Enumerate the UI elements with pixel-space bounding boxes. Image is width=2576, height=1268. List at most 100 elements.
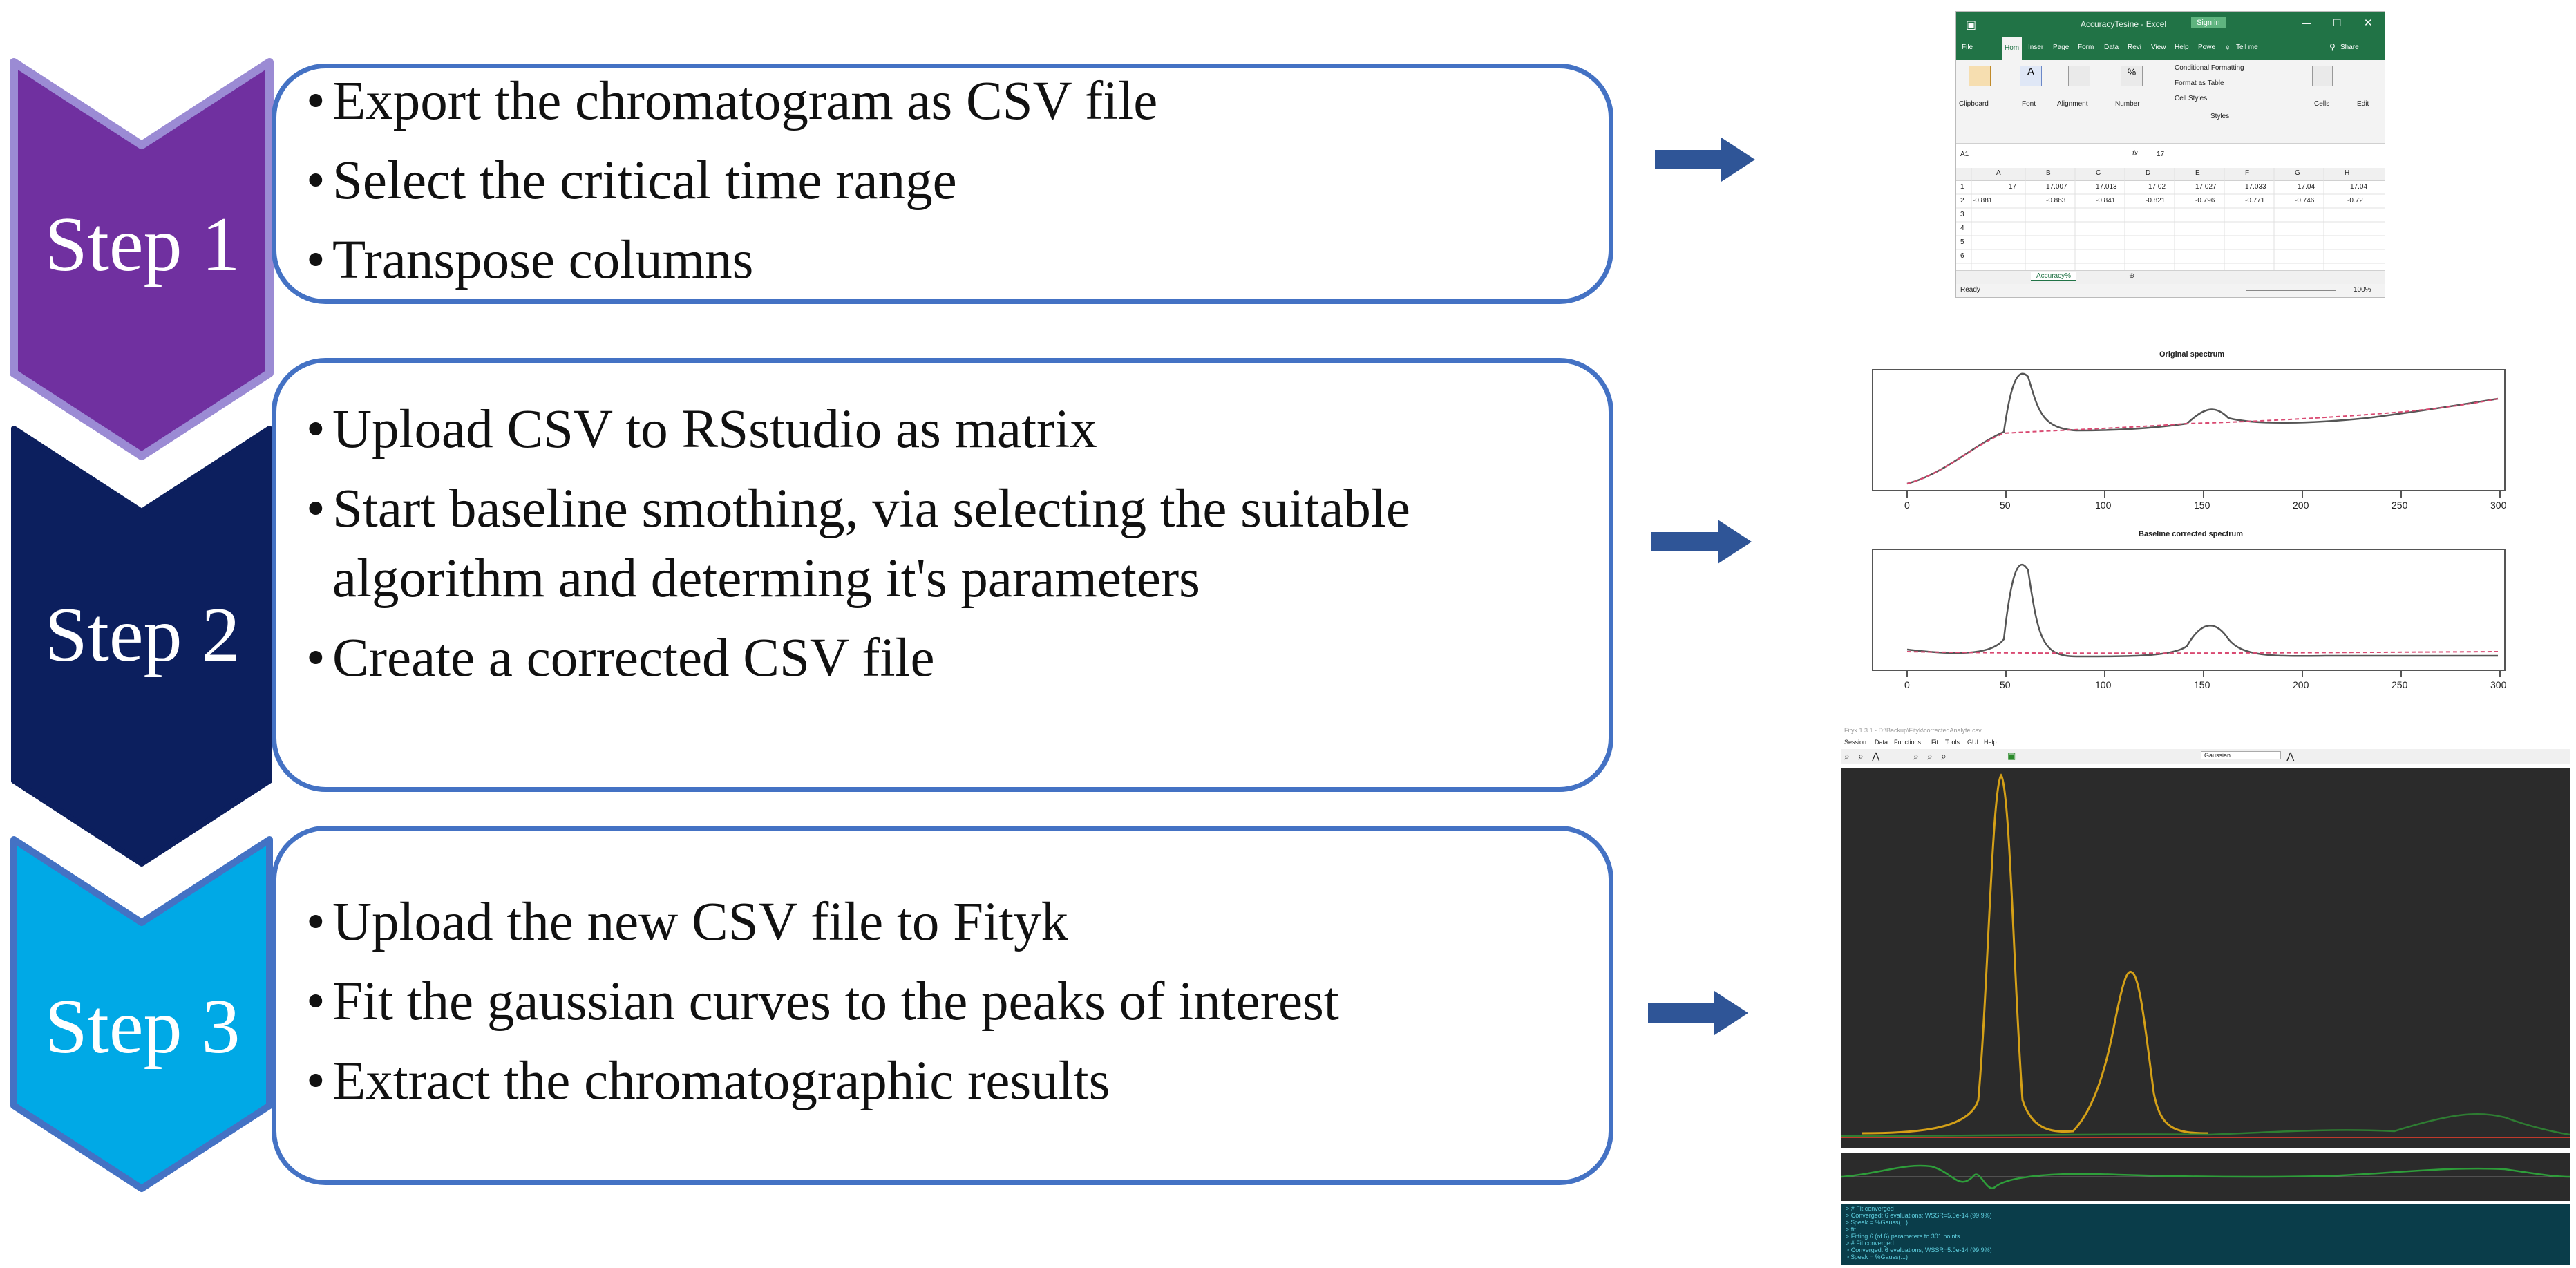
minimize-icon[interactable]: — (2302, 17, 2311, 28)
col-header[interactable]: H (2345, 169, 2350, 177)
tab-formulas[interactable]: Form (2078, 44, 2094, 51)
sheet-tabs-bar: Accuracy% ⊕ (1956, 270, 2385, 285)
save-icon[interactable]: ▣ (1966, 19, 1977, 31)
x-tick-label: 250 (2392, 679, 2408, 690)
table-cell[interactable]: 17.04 (2298, 183, 2315, 191)
zoom-icon[interactable]: ⌕ (1858, 750, 1864, 761)
number-icon[interactable]: % (2121, 66, 2143, 86)
col-header[interactable]: E (2195, 169, 2200, 177)
sign-in-button[interactable]: Sign in (2191, 17, 2226, 28)
ribbon-cells: Cells (2314, 100, 2330, 108)
alignment-icon[interactable] (2068, 66, 2090, 86)
x-tick-label: 50 (2000, 500, 2011, 511)
table-cell[interactable]: 17.04 (2350, 183, 2368, 191)
zoom-level: 100% (2354, 286, 2371, 294)
ribbon-styles: Styles (2210, 113, 2230, 120)
tab-power[interactable]: Powe (2198, 44, 2216, 51)
zoom-in-icon[interactable]: ⌕ (1913, 750, 1919, 761)
peak-icon[interactable]: ⋀ (1872, 750, 1880, 761)
log-line: > $peak = %Gauss(...) (1846, 1219, 1909, 1226)
col-header[interactable]: B (2046, 169, 2051, 177)
table-cell[interactable]: 17.027 (2195, 183, 2217, 191)
font-icon[interactable]: A (2020, 66, 2042, 86)
step-2-chevron (11, 426, 272, 867)
row-header[interactable]: 6 (1960, 252, 1964, 260)
r-plot-panel: Original spectrum 0 50 100 150 200 250 3… (1841, 349, 2512, 691)
original-spectrum-plot (1872, 369, 2506, 677)
row-header[interactable]: 2 (1960, 197, 1964, 205)
tab-insert[interactable]: Inser (2028, 44, 2044, 51)
tab-page[interactable]: Page (2053, 44, 2070, 51)
run-fit-icon[interactable]: ▣ (2007, 750, 2016, 761)
table-cell[interactable]: 17.033 (2245, 183, 2266, 191)
col-header[interactable]: D (2146, 169, 2151, 177)
log-line: > # Fit converged (1846, 1240, 1894, 1247)
log-line: > Converged: 6 evaluations; WSSR=5.0e-14… (1846, 1247, 1992, 1253)
ribbon-edit: Edit (2357, 100, 2369, 108)
name-box[interactable]: A1 (1960, 151, 1969, 158)
log-line: > Fitting 6 (of 6) parameters to 301 poi… (1846, 1233, 1967, 1240)
menu-session[interactable]: Session (1844, 739, 1867, 746)
excel-ribbon: Clipboard A Font Alignment % Number Cond… (1956, 60, 2385, 144)
table-cell[interactable]: -0.821 (2146, 197, 2166, 205)
lightbulb-icon: ♀ (2224, 42, 2231, 53)
maximize-icon[interactable]: ☐ (2333, 17, 2342, 28)
tab-data[interactable]: Data (2104, 44, 2119, 51)
col-header[interactable]: F (2245, 169, 2250, 177)
table-cell[interactable]: 17.007 (2046, 183, 2067, 191)
cells-icon[interactable] (2312, 66, 2333, 86)
row-header[interactable]: 1 (1960, 183, 1964, 191)
table-cell[interactable]: -0.746 (2295, 197, 2315, 205)
ribbon-number: Number (2115, 100, 2140, 108)
tell-me-input[interactable]: Tell me (2236, 44, 2258, 51)
table-cell[interactable]: -0.796 (2195, 197, 2215, 205)
sheet-grid: A B C D E F G H 1 2 3 4 5 6 17 17.007 17… (1956, 168, 2385, 270)
sheet-tab[interactable]: Accuracy% (2031, 272, 2077, 281)
x-tick-label: 300 (2490, 679, 2507, 690)
cell-styles-button[interactable]: Cell Styles (2175, 95, 2208, 102)
clipboard-icon[interactable] (1969, 66, 1991, 86)
conditional-formatting-button[interactable]: Conditional Formatting (2175, 64, 2244, 72)
table-cell[interactable]: -0.881 (1973, 197, 1993, 205)
step-2-bullet-1: •Upload CSV to RSstudio as matrix (306, 399, 1097, 460)
zoom-icon[interactable]: ⌕ (1844, 750, 1850, 761)
row-header[interactable]: 3 (1960, 211, 1964, 218)
zoom-out-icon[interactable]: ⌕ (1927, 750, 1933, 761)
menu-data[interactable]: Data (1875, 739, 1888, 746)
ribbon-font: Font (2022, 100, 2036, 108)
share-button[interactable]: Share (2340, 44, 2359, 51)
tab-home[interactable]: Hom (2002, 37, 2023, 60)
col-header[interactable]: C (2096, 169, 2101, 177)
table-cell[interactable]: 17.02 (2148, 183, 2166, 191)
zoom-slider[interactable] (2246, 290, 2336, 291)
row-header[interactable]: 5 (1960, 238, 1964, 246)
table-cell[interactable]: -0.841 (2096, 197, 2116, 205)
tab-help[interactable]: Help (2175, 44, 2189, 51)
col-header[interactable]: A (1996, 169, 2001, 177)
tab-view[interactable]: View (2151, 44, 2166, 51)
table-cell[interactable]: -0.771 (2245, 197, 2265, 205)
table-cell[interactable]: 17.013 (2096, 183, 2117, 191)
format-as-table-button[interactable]: Format as Table (2175, 79, 2224, 87)
add-sheet-icon[interactable]: ⊕ (2129, 272, 2135, 280)
formula-input[interactable]: 17 (2157, 151, 2165, 158)
table-cell[interactable]: 17 (2009, 183, 2017, 191)
tab-file[interactable]: File (1962, 44, 1973, 51)
menu-tools[interactable]: Tools (1945, 739, 1960, 746)
table-cell[interactable]: -0.72 (2347, 197, 2363, 205)
tab-review[interactable]: Revi (2128, 44, 2142, 51)
menu-fit[interactable]: Fit (1931, 739, 1938, 746)
menu-functions[interactable]: Functions (1894, 739, 1922, 746)
zoom-fit-icon[interactable]: ⌕ (1941, 750, 1947, 761)
menu-gui[interactable]: GUI (1967, 739, 1979, 746)
step-3-bullet-2: •Fit the gaussian curves to the peaks of… (306, 972, 1339, 1032)
x-tick-label: 200 (2293, 679, 2309, 690)
function-combo[interactable]: Gaussian (2201, 751, 2281, 759)
add-peak-icon[interactable]: ⋀ (2286, 750, 2295, 761)
table-cell[interactable]: -0.863 (2046, 197, 2066, 205)
x-tick-label: 250 (2392, 500, 2408, 511)
col-header[interactable]: G (2295, 169, 2300, 177)
close-icon[interactable]: ✕ (2364, 17, 2373, 29)
menu-help[interactable]: Help (1984, 739, 1997, 746)
row-header[interactable]: 4 (1960, 225, 1964, 232)
